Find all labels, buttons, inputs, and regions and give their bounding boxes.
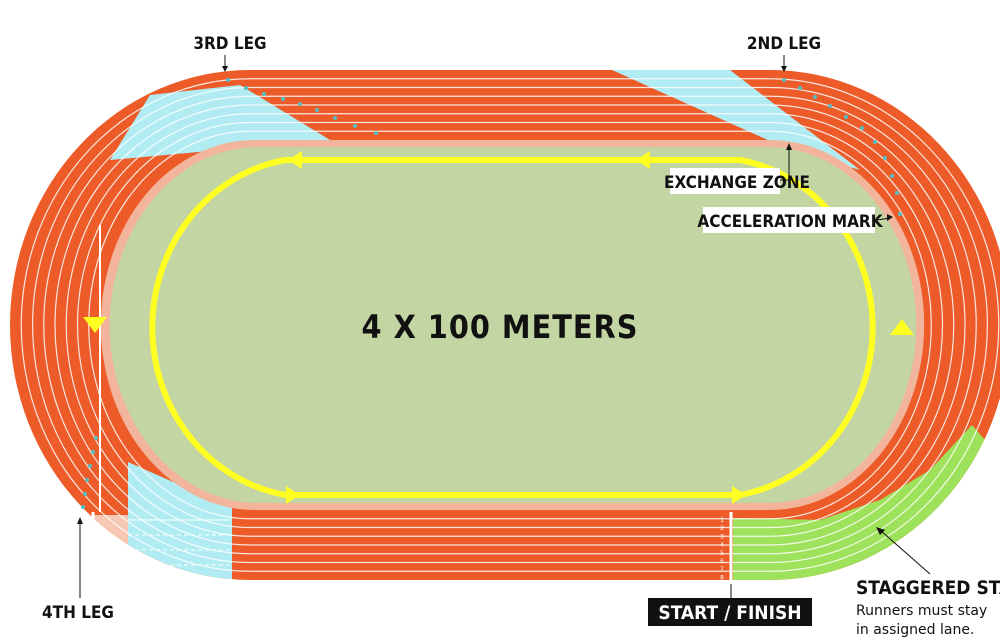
arrow-top-right [636,151,650,169]
acceleration-dot [315,108,319,112]
lane-lines [20,78,1000,572]
acceleration-dot [281,97,285,101]
pointer-staggered-start [879,529,931,575]
pointer-staggered-start-head [876,527,885,535]
arrow-right [890,319,914,335]
acceleration-dot [353,124,357,128]
staggered-start-note-1: Runners must stay [856,603,987,619]
arrow-bottom-left [286,486,300,504]
lane-line [65,113,955,537]
acceleration-dot [873,140,877,144]
acceleration-mark-label-bg [703,207,875,233]
acceleration-dot [262,92,266,96]
acceleration-dot [895,191,899,195]
lane-line [31,86,989,564]
lane-line [76,121,944,529]
pointer-exchange-zone-head [786,143,792,150]
acceleration-dot [374,131,378,135]
label-acceleration-mark: ACCELERATION MARK [697,212,883,232]
pointer-acceleration-mark-head [887,214,893,221]
arrow-bottom-right [732,486,746,504]
label-2nd-leg: 2ND LEG [747,34,821,54]
lane-number: 1 [720,517,724,524]
pointer-2nd-leg-head [781,66,787,72]
acceleration-dot [782,78,786,82]
arrow-left [83,317,107,333]
acceleration-dot [298,102,302,106]
infield [109,147,917,503]
acceleration-dot [83,492,87,496]
lane-number: 3 [720,533,724,540]
lane-line [54,104,966,546]
acceleration-dot [88,464,92,468]
lane-line [43,95,977,555]
page-title: 4 X 100 METERS [362,308,639,346]
pointer-4th-leg-head [77,517,83,524]
acceleration-dot [813,95,817,99]
start-area-lines [128,519,230,566]
arrow-top-left [288,151,302,169]
acceleration-dot [81,505,85,509]
acceleration-dot [844,115,848,119]
lane-line [20,78,1000,572]
acceleration-dot [828,104,832,108]
direction-arrows [83,151,914,504]
acceleration-dot [94,436,98,440]
acceleration-marks [81,78,902,509]
lane-number: 4 [720,542,724,549]
label-3rd-leg: 3RD LEG [193,34,266,54]
start-finish-label-bg [648,598,812,626]
lane-number: 2 [720,525,724,532]
label-exchange-zone: EXCHANGE ZONE [664,173,810,193]
pointer-3rd-leg-head [222,66,228,72]
lane-number: 6 [720,558,724,565]
label-staggered-start: STAGGERED START [856,577,1000,599]
start-area-left [92,515,128,580]
acceleration-dot [85,478,89,482]
acceleration-dot [226,78,230,82]
exchange-zone-label-bg [670,168,780,194]
lane-number: 8 [720,574,724,581]
lane-number: 5 [720,550,724,557]
label-4th-leg: 4TH LEG [42,603,114,623]
acceleration-dot [860,126,864,130]
lane-line [88,130,932,520]
acceleration-dot [890,174,894,178]
acceleration-dot [91,450,95,454]
acceleration-dot [333,116,337,120]
acceleration-dot [798,86,802,90]
lane-number: 7 [720,566,724,573]
acceleration-dot [244,86,248,90]
acceleration-dot [883,156,887,160]
label-start-finish: START / FINISH [658,602,801,624]
acceleration-dot [898,212,902,216]
staggered-start-note-2: in assigned lane. [856,622,974,638]
